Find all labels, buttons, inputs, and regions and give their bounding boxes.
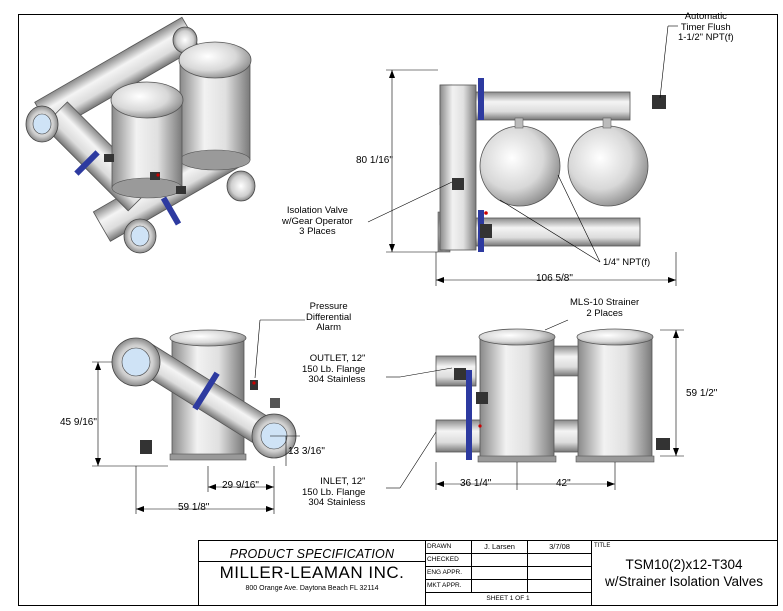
row-checked: CHECKED bbox=[425, 554, 591, 567]
approval-grid: DRAWN J. Larsen 3/7/08 CHECKED ENG APPR.… bbox=[425, 541, 592, 605]
dim-side-height: 59 1/2" bbox=[686, 388, 718, 399]
title-area: TITLE TSM10(2)x12-T304 w/Strainer Isolat… bbox=[591, 541, 777, 605]
dimension-arrows bbox=[95, 70, 679, 512]
top-view bbox=[437, 78, 666, 253]
title-block: PRODUCT SPECIFICATION MILLER-LEAMAN INC.… bbox=[198, 540, 778, 606]
callout-outlet: OUTLET, 12" 150 Lb. Flange 304 Stainless bbox=[302, 353, 366, 385]
company-address: 800 Orange Ave. Daytona Beach FL 32114 bbox=[245, 585, 379, 592]
callout-pressure-alarm: Pressure Differential Alarm bbox=[306, 301, 352, 333]
dim-top-width: 106 5/8" bbox=[536, 273, 573, 284]
company-name: MILLER-LEAMAN INC. bbox=[219, 563, 405, 582]
row-mkt-appr: MKT APPR. bbox=[425, 580, 591, 593]
row-eng-appr: ENG APPR. bbox=[425, 567, 591, 580]
side-view bbox=[435, 328, 670, 463]
callout-npt: 1/4" NPT(f) bbox=[603, 257, 651, 268]
callout-timer-flush: Automatic Timer Flush 1-1/2" NPT(f) bbox=[678, 11, 734, 43]
drawing-title-line-1: TSM10(2)x12-T304 bbox=[625, 557, 743, 572]
drawn-by: J. Larsen bbox=[471, 541, 527, 553]
title-block-company: PRODUCT SPECIFICATION MILLER-LEAMAN INC.… bbox=[199, 541, 426, 605]
front-view bbox=[111, 329, 297, 461]
dim-top-height: 80 1/16" bbox=[356, 155, 393, 166]
drawing-title-line-2: w/Strainer Isolation Valves bbox=[604, 574, 764, 589]
sheet-number: SHEET 1 OF 1 bbox=[486, 595, 530, 602]
dim-side-spacing-b: 42" bbox=[556, 478, 571, 489]
isometric-view bbox=[25, 16, 256, 254]
dim-front-inlet-height: 13 3/16" bbox=[288, 446, 325, 457]
dim-front-offset: 29 9/16" bbox=[222, 480, 259, 491]
dim-front-width: 59 1/8" bbox=[178, 502, 210, 513]
drawn-date: 3/7/08 bbox=[527, 541, 591, 553]
callout-isolation-valve: Isolation Valve w/Gear Operator 3 Places bbox=[282, 205, 353, 237]
callout-inlet: INLET, 12" 150 Lb. Flange 304 Stainless bbox=[302, 476, 366, 508]
dim-side-spacing-a: 36 1/4" bbox=[460, 478, 492, 489]
row-drawn: DRAWN J. Larsen 3/7/08 bbox=[425, 541, 591, 554]
spec-label: PRODUCT SPECIFICATION bbox=[199, 541, 425, 562]
dimension-lines bbox=[92, 25, 684, 514]
callout-strainer: MLS-10 Strainer 2 Places bbox=[570, 297, 640, 319]
dim-front-height: 45 9/16" bbox=[60, 417, 97, 428]
